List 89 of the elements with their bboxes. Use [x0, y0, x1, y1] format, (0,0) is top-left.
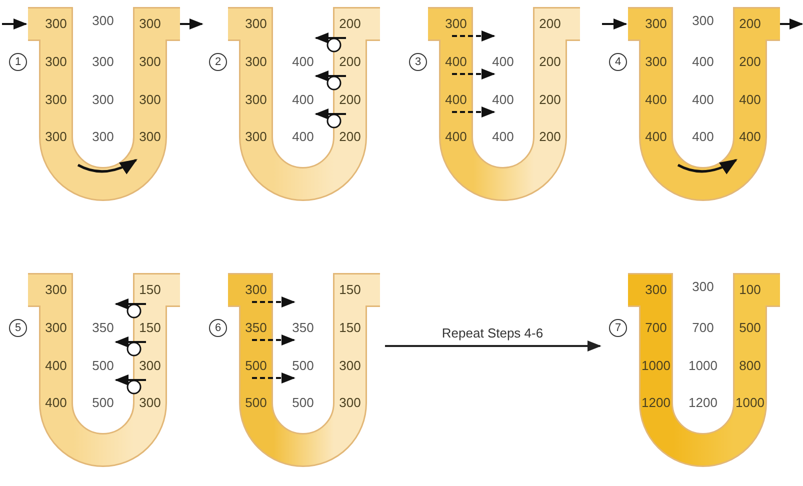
osmolarity-value: 350	[245, 321, 267, 335]
step-number: 2	[209, 53, 227, 71]
osmolarity-value: 400	[292, 55, 314, 69]
osmolarity-value: 800	[739, 359, 761, 373]
edge-label: Repeat Steps 4-6	[440, 326, 546, 340]
osmolarity-value: 500	[245, 359, 267, 373]
osmolarity-value: 300	[445, 17, 467, 31]
osmolarity-value: 300	[645, 17, 667, 31]
osmolarity-value: 300	[339, 396, 361, 410]
osmolarity-value: 300	[45, 130, 67, 144]
osmolarity-value: 300	[245, 130, 267, 144]
osmolarity-value: 400	[45, 359, 67, 373]
osmolarity-value: 200	[339, 130, 361, 144]
osmolarity-value: 400	[292, 130, 314, 144]
osmolarity-value: 1000	[642, 359, 670, 373]
osmolarity-value: 400	[645, 93, 667, 107]
osmolarity-value: 400	[692, 130, 714, 144]
osmolarity-value: 400	[492, 93, 514, 107]
osmolarity-value: 400	[492, 55, 514, 69]
osmolarity-value: 400	[692, 93, 714, 107]
osmolarity-value: 400	[445, 55, 467, 69]
osmolarity-value: 200	[339, 93, 361, 107]
osmolarity-value: 350	[292, 321, 314, 335]
step-number: 1	[9, 53, 27, 71]
osmolarity-value: 1000	[736, 396, 764, 410]
osmolarity-value: 700	[692, 321, 714, 335]
osmolarity-value: 400	[45, 396, 67, 410]
osmolarity-value: 300	[139, 396, 161, 410]
osmolarity-value: 400	[445, 93, 467, 107]
osmolarity-value: 300	[139, 130, 161, 144]
osmolarity-value: 500	[292, 359, 314, 373]
osmolarity-value: 500	[739, 321, 761, 335]
osmolarity-value: 500	[92, 359, 114, 373]
osmolarity-value: 500	[92, 396, 114, 410]
osmolarity-value: 300	[139, 93, 161, 107]
osmolarity-value: 300	[92, 93, 114, 107]
osmolarity-value: 1200	[642, 396, 670, 410]
osmolarity-value: 150	[339, 321, 361, 335]
osmolarity-value: 300	[245, 283, 267, 297]
step-number: 3	[409, 53, 427, 71]
osmolarity-value: 200	[539, 17, 561, 31]
osmolarity-value: 300	[45, 17, 67, 31]
osmolarity-value: 500	[245, 396, 267, 410]
osmolarity-value: 300	[339, 359, 361, 373]
osmolarity-value: 300	[645, 55, 667, 69]
osmolarity-value: 1200	[688, 396, 718, 410]
osmolarity-value: 400	[492, 130, 514, 144]
osmolarity-value: 200	[539, 130, 561, 144]
osmolarity-value: 400	[739, 130, 761, 144]
osmolarity-value: 300	[45, 55, 67, 69]
step-number: 7	[609, 319, 627, 337]
osmolarity-value: 300	[45, 321, 67, 335]
osmolarity-value: 300	[92, 55, 114, 69]
step-number: 4	[609, 53, 627, 71]
osmolarity-value: 200	[739, 17, 761, 31]
osmolarity-value: 700	[645, 321, 667, 335]
osmolarity-value: 100	[739, 283, 761, 297]
osmolarity-value: 350	[92, 321, 114, 335]
osmolarity-value: 200	[539, 55, 561, 69]
osmolarity-value: 300	[92, 130, 114, 144]
osmolarity-value: 150	[139, 321, 161, 335]
osmolarity-value: 300	[692, 280, 714, 294]
arrow	[385, 340, 602, 352]
osmolarity-value: 400	[292, 93, 314, 107]
osmolarity-value: 200	[539, 93, 561, 107]
osmolarity-value: 300	[139, 17, 161, 31]
osmolarity-value: 200	[339, 55, 361, 69]
osmolarity-value: 300	[245, 93, 267, 107]
osmolarity-value: 400	[739, 93, 761, 107]
step-number: 6	[209, 319, 227, 337]
osmolarity-value: 400	[445, 130, 467, 144]
osmolarity-value: 1000	[688, 359, 718, 373]
step-number: 5	[9, 319, 27, 337]
osmolarity-value: 300	[45, 93, 67, 107]
osmolarity-value: 300	[692, 14, 714, 28]
osmolarity-value: 300	[645, 283, 667, 297]
osmolarity-value: 400	[645, 130, 667, 144]
osmolarity-value: 400	[692, 55, 714, 69]
osmolarity-value: 150	[139, 283, 161, 297]
osmolarity-value: 150	[339, 283, 361, 297]
osmolarity-value: 300	[139, 359, 161, 373]
osmolarity-value: 300	[245, 17, 267, 31]
osmolarity-value: 200	[339, 17, 361, 31]
osmolarity-value: 300	[139, 55, 161, 69]
osmolarity-value: 300	[92, 14, 114, 28]
osmolarity-value: 300	[245, 55, 267, 69]
osmolarity-value: 300	[45, 283, 67, 297]
osmolarity-value: 200	[739, 55, 761, 69]
osmolarity-value: 500	[292, 396, 314, 410]
